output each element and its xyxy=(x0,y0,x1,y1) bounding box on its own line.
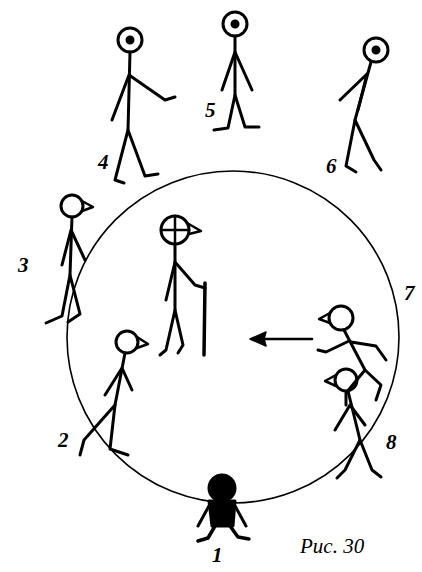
player-figure xyxy=(325,369,381,478)
callout-number: 2 xyxy=(58,430,69,451)
player-figure xyxy=(318,306,386,405)
callout-number: 1 xyxy=(212,545,223,566)
callout-number: 7 xyxy=(404,283,415,304)
callout-number: 3 xyxy=(18,255,29,276)
callout-number: 5 xyxy=(205,100,216,121)
player-figure xyxy=(112,28,175,183)
player-figure xyxy=(214,12,259,130)
player-figure xyxy=(198,475,249,541)
run-arrow xyxy=(250,332,312,346)
old-man-figure xyxy=(160,216,205,355)
figure-caption: Рис. 30 xyxy=(300,536,364,557)
game-circle xyxy=(67,171,399,503)
player-figure xyxy=(46,195,93,323)
callout-number: 6 xyxy=(326,156,337,177)
callout-number: 4 xyxy=(98,152,109,173)
player-figure xyxy=(340,38,388,172)
callout-number: 8 xyxy=(386,432,397,453)
player-figure xyxy=(80,331,148,455)
